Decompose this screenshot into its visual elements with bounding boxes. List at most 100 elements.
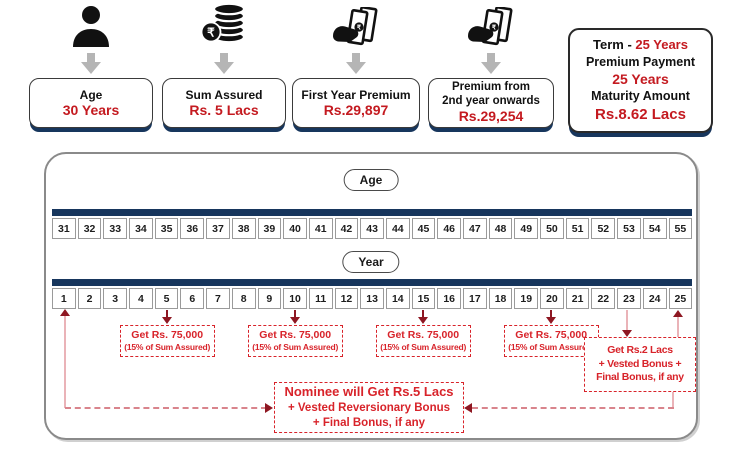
age-cell: 52: [591, 218, 616, 239]
info-box-value: Rs. 5 Lacs: [189, 101, 259, 118]
info-box-label: Age: [79, 87, 103, 102]
age-cell: 55: [668, 218, 693, 239]
year23-arrowhead: [622, 330, 632, 337]
age-cell: 48: [488, 218, 513, 239]
maturity-line: Get Rs.2 Lacs: [607, 344, 673, 357]
year-cell: 25: [668, 288, 693, 309]
payout-title: Get Rs. 75,000: [515, 329, 588, 342]
year-cell: 20: [540, 288, 564, 309]
year-cell: 24: [642, 288, 667, 309]
summary-line: Maturity Amount: [591, 88, 690, 104]
age-cell: 44: [385, 218, 410, 239]
year-cell: 12: [334, 288, 359, 309]
info-box-value: Rs.29,254: [458, 108, 524, 125]
summary-line: Premium Payment: [586, 54, 695, 70]
payout-subtitle: (15% of Sum Assured): [124, 342, 211, 353]
svg-text:₹: ₹: [207, 26, 215, 40]
age-axis-label: Age: [343, 169, 399, 191]
age-cell: 47: [463, 218, 487, 239]
age-cell: 35: [154, 218, 179, 239]
svg-text:₹: ₹: [357, 24, 362, 32]
year-cell: 7: [206, 288, 230, 309]
payout-arrowhead: [290, 317, 301, 324]
year-cell: 4: [129, 288, 153, 309]
age-cell: 41: [308, 218, 333, 239]
age-cell: 51: [565, 218, 590, 239]
payout-arrow-line: [166, 310, 169, 318]
year-cell: 17: [463, 288, 487, 309]
year-cell: 1: [52, 288, 76, 309]
down-arrow-icon: [428, 53, 554, 74]
age-cell: 45: [411, 218, 436, 239]
year-cell: 9: [257, 288, 282, 309]
payout-box: Get Rs. 75,000(15% of Sum Assured): [503, 325, 599, 357]
age-cell: 31: [52, 218, 76, 239]
year-cell: 18: [488, 288, 513, 309]
info-box-value: 30 Years: [62, 101, 120, 118]
payout-arrow-line: [422, 310, 425, 318]
age-cell: 53: [617, 218, 641, 239]
info-box-label: First Year Premium: [301, 87, 411, 102]
payout-subtitle: (15% of Sum Assured): [508, 342, 595, 353]
age-cell: 46: [437, 218, 461, 239]
summary-line: Term - 25 Years: [593, 37, 688, 54]
summary-line: 25 Years: [612, 70, 669, 88]
summary-text: Rs.8.62 Lacs: [595, 105, 686, 123]
payout-arrowhead: [162, 317, 173, 324]
payout-arrow-line: [550, 310, 553, 318]
age-cell: 43: [360, 218, 384, 239]
nominee-right-arrowhead: [464, 403, 472, 413]
year-axis-label: Year: [342, 251, 400, 273]
down-arrow-icon: [29, 53, 153, 74]
year-cell: 13: [360, 288, 384, 309]
summary-text: Premium Payment: [585, 54, 696, 69]
coins-icon: ₹: [162, 0, 286, 50]
age-cell: 39: [257, 218, 282, 239]
down-arrow-icon: [292, 53, 420, 74]
age-cell: 37: [206, 218, 230, 239]
age-axis-bar: [52, 209, 692, 216]
age-cell: 42: [334, 218, 359, 239]
right-connector-horizontal: [472, 407, 674, 409]
left-connector-horizontal: [65, 407, 267, 409]
year-cell: 2: [77, 288, 102, 309]
down-arrow-icon: [162, 53, 286, 74]
payout-title: Get Rs. 75,000: [259, 329, 332, 342]
payout-subtitle: (15% of Sum Assured): [252, 342, 339, 353]
payout-title: Get Rs. 75,000: [387, 329, 460, 342]
age-cell: 33: [103, 218, 128, 239]
info-box-label: Sum Assured: [185, 87, 263, 102]
age-cell: 38: [231, 218, 256, 239]
maturity-line: Final Bonus, if any: [596, 371, 684, 384]
year-cell: 11: [308, 288, 333, 309]
age-cell: 50: [540, 218, 564, 239]
year-cell: 6: [180, 288, 205, 309]
year-cell: 19: [514, 288, 539, 309]
right-connector-vertical: [672, 392, 674, 408]
year1-arrowhead: [60, 309, 70, 316]
year-cell: 15: [411, 288, 436, 309]
nominee-line: + Final Bonus, if any: [312, 416, 426, 429]
payout-arrow-line: [294, 310, 297, 318]
age-cell: 40: [283, 218, 307, 239]
year-cell: 16: [437, 288, 461, 309]
nominee-line: Nominee will Get Rs.5 Lacs: [284, 384, 454, 400]
age-cell: 36: [180, 218, 205, 239]
summary-text: Term -: [593, 36, 636, 52]
year25-arrowhead: [673, 310, 683, 317]
death-benefit-box: Nominee will Get Rs.5 Lacs+ Vested Rever…: [274, 382, 464, 433]
payout-box: Get Rs. 75,000(15% of Sum Assured): [247, 325, 343, 357]
money-hand-icon: ₹: [292, 0, 420, 50]
person-icon: [29, 0, 153, 50]
